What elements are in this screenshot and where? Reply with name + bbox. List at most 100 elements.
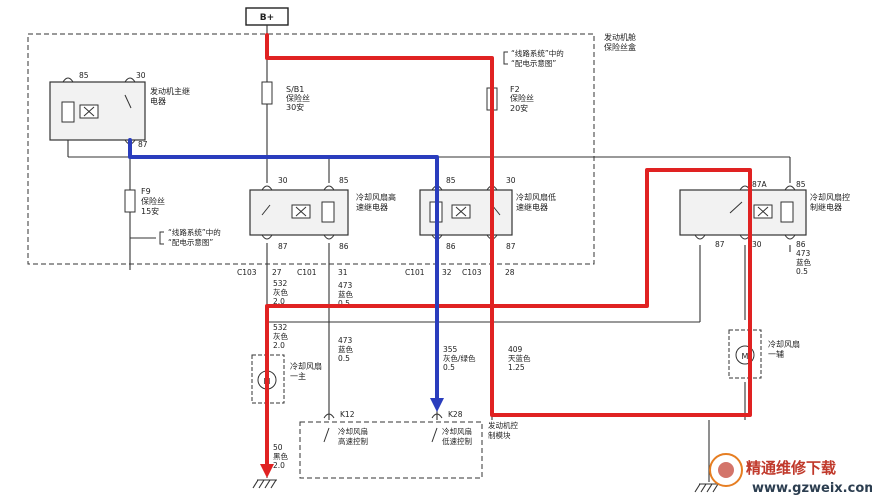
conn-c103-a: C103 (237, 268, 257, 277)
conn-pin-27: 27 (272, 268, 282, 277)
ground-symbol-main (252, 479, 277, 489)
note-top: “线路系统”中的 “配电示意图” (503, 48, 564, 68)
watermark: 精通维修下载 www.gzweix.com (709, 453, 872, 496)
relay-low-pin86: 86 (446, 242, 456, 251)
main-relay-pin85: 85 (79, 71, 89, 80)
fusebox-title-1: 发动机舱 (604, 32, 636, 42)
wire-labels: 532 灰色 2.0 473 蓝色 0.5 532 灰色 2.0 473 蓝色 … (273, 249, 811, 470)
w473a-num: 473 (338, 281, 353, 290)
w355-size: 0.5 (443, 363, 455, 372)
fuse-f2-rating: 20安 (510, 103, 528, 113)
w50-num: 50 (273, 443, 283, 452)
note-mid-line1: “线路系统”中的 (168, 227, 221, 237)
fan-aux-label-2: 一辅 (768, 349, 784, 359)
fusebox-boundary (27, 33, 595, 265)
w532b-color: 灰色 (273, 331, 288, 341)
conn-c101-a: C101 (297, 268, 317, 277)
relay-low-pin30: 30 (506, 176, 516, 185)
engine-control-module: K12 K28 冷却风扇 高速控制 冷却风扇 低速控制 发动机控 制模块 (299, 410, 518, 479)
note-top-line2: “配电示意图” (511, 58, 556, 68)
w532a-size: 2.0 (273, 297, 285, 306)
ecm-k12: K12 (340, 410, 355, 419)
conn-pin-28: 28 (505, 268, 515, 277)
main-relay-name-2: 电器 (150, 96, 166, 106)
fuse-sb1-rating: 30安 (286, 102, 304, 112)
relay-high-pin86: 86 (339, 242, 349, 251)
main-relay-pin30: 30 (136, 71, 146, 80)
fuse-sb1-desc: 保险丝 (286, 93, 310, 103)
relay-high-speed: 30 85 87 86 冷却风扇高 速继电器 (249, 176, 396, 251)
main-relay: 85 30 87 发动机主继 电器 (49, 71, 190, 149)
watermark-cn: 精通维修下载 (746, 459, 836, 477)
fan-motor-main: M 冷却风扇 一主 (251, 354, 322, 404)
w473b-num: 473 (338, 336, 353, 345)
relay-ctrl-name-2: 制继电器 (810, 202, 842, 212)
control-path-arrowhead (430, 398, 444, 412)
relay-ctrl-pin86: 86 (796, 240, 806, 249)
relay-ctrl-pin87: 87 (715, 240, 725, 249)
w532a-color: 灰色 (273, 287, 288, 297)
w473c-num: 473 (796, 249, 811, 258)
w532b-num: 532 (273, 323, 288, 332)
conn-pin-32: 32 (442, 268, 452, 277)
fan-main-label-1: 冷却风扇 (290, 361, 322, 371)
power-path-red (265, 33, 752, 470)
fan-aux-label-1: 冷却风扇 (768, 339, 800, 349)
w50-size: 2.0 (273, 461, 285, 470)
ecm-module-1: 发动机控 (488, 420, 518, 430)
w473b-size: 0.5 (338, 354, 350, 363)
relay-low-pin85: 85 (446, 176, 456, 185)
power-path-arrowhead (260, 464, 274, 478)
fuse-f2: F2 保险丝 20安 (486, 85, 534, 113)
relay-ctrl-pin30: 30 (752, 240, 762, 249)
fusebox-title-2: 保险丝盒 (604, 42, 636, 52)
conn-pin-31: 31 (338, 268, 348, 277)
ecm-high-2: 高速控制 (338, 436, 368, 446)
ground-symbol-aux (694, 483, 719, 493)
w473b-color: 蓝色 (338, 344, 353, 354)
fuse-f9: F9 保险丝 15安 (124, 187, 165, 216)
relay-high-pin85: 85 (339, 176, 349, 185)
ecm-low-2: 低速控制 (442, 436, 472, 446)
ecm-module-2: 制模块 (488, 430, 511, 440)
battery-terminal: B+ (245, 7, 289, 26)
ecm-low-1: 冷却风扇 (442, 426, 472, 436)
relay-low-pin87: 87 (506, 242, 516, 251)
fan-aux-m-glyph: M (742, 352, 749, 361)
fan-motor-aux: M 冷却风扇 一辅 (728, 329, 800, 379)
relay-high-pin87: 87 (278, 242, 288, 251)
relay-high-pin30: 30 (278, 176, 288, 185)
conn-c101-b: C101 (405, 268, 425, 277)
relay-fan-control: 87A 85 87 30 86 冷却风扇控 制继电器 (679, 180, 850, 249)
w473a-color: 蓝色 (338, 289, 353, 299)
note-mid: “线路系统”中的 “配电示意图” (159, 227, 221, 247)
fuse-sb1-name: S/B1 (286, 85, 304, 94)
conn-c103-b: C103 (462, 268, 482, 277)
fuse-f2-name: F2 (510, 85, 520, 94)
battery-label: B+ (260, 13, 274, 23)
main-relay-name-1: 发动机主继 (150, 86, 190, 96)
control-path-blue (128, 138, 439, 404)
relay-high-name-2: 速继电器 (356, 202, 388, 212)
w409-num: 409 (508, 345, 523, 354)
watermark-url: www.gzweix.com (752, 481, 872, 496)
main-relay-pin87: 87 (138, 140, 148, 149)
note-top-line1: “线路系统”中的 (511, 48, 564, 58)
fan-main-label-2: 一主 (290, 371, 306, 381)
connector-labels: C103 27 C101 31 C101 32 C103 28 (237, 268, 515, 277)
ecm-high-1: 冷却风扇 (338, 426, 368, 436)
w50-color: 黑色 (273, 451, 288, 461)
watermark-logo-icon (709, 453, 743, 487)
w355-num: 355 (443, 345, 458, 354)
note-mid-line2: “配电示意图” (168, 237, 213, 247)
relay-low-name-1: 冷却风扇低 (516, 192, 556, 202)
w473a-size: 0.5 (338, 299, 350, 308)
w473c-size: 0.5 (796, 267, 808, 276)
fuse-f9-desc: 保险丝 (141, 196, 165, 206)
fuse-sb1: S/B1 保险丝 30安 (261, 81, 310, 112)
fuse-f2-desc: 保险丝 (510, 93, 534, 103)
w532b-size: 2.0 (273, 341, 285, 350)
relay-ctrl-pin85: 85 (796, 180, 806, 189)
relay-low-speed: 85 30 86 87 冷却风扇低 速继电器 (419, 176, 556, 251)
